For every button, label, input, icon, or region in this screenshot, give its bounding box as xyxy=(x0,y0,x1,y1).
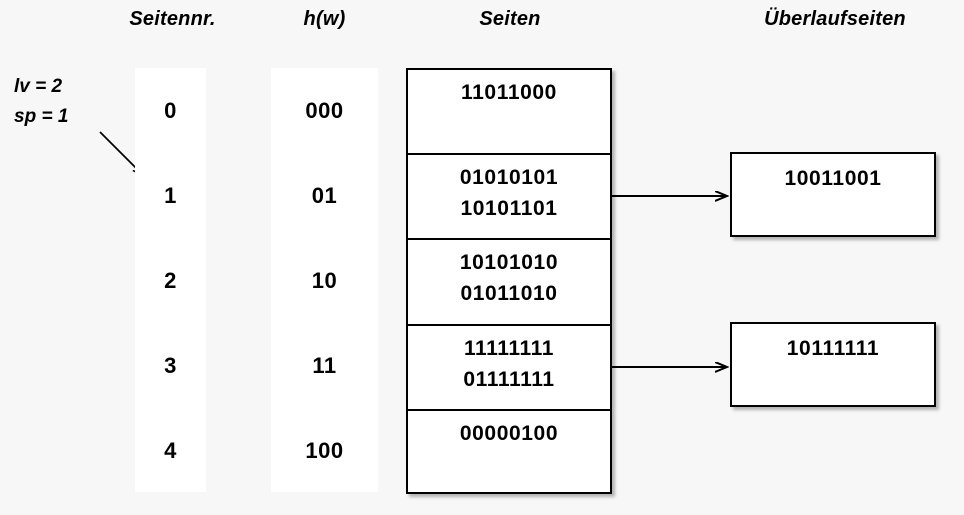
record-value: 00000100 xyxy=(459,421,559,445)
column-strip-hw: 000 01 10 11 100 xyxy=(271,68,378,492)
page-cell: 10101010 01011010 xyxy=(408,240,610,326)
record-value: 10011001 xyxy=(784,167,882,190)
record-value: 01010101 xyxy=(459,166,559,190)
overflow-page-box: 10011001 xyxy=(730,152,936,237)
column-header-ueberlaufseiten: Überlaufseiten xyxy=(764,8,906,30)
hw-cell: 11 xyxy=(312,352,337,378)
column-header-seiten: Seiten xyxy=(479,8,541,30)
column-header-hw: h(w) xyxy=(303,8,346,30)
column-strip-seitennr: 0 1 2 3 4 xyxy=(135,68,206,492)
record-value: 10101101 xyxy=(460,197,558,221)
hw-cell: 000 xyxy=(305,97,344,123)
hw-cell: 100 xyxy=(305,437,344,463)
column-header-seitennr: Seitennr. xyxy=(129,8,216,30)
seitennr-cell: 0 xyxy=(164,97,177,123)
overflow-connector-arrow-icon xyxy=(612,355,736,379)
overflow-page-box: 10111111 xyxy=(730,322,936,407)
hw-cell: 01 xyxy=(311,182,338,208)
hw-cell: 10 xyxy=(311,267,338,293)
page-cell: 11011000 xyxy=(408,70,610,156)
parameter-annotation: lv = 2 sp = 1 xyxy=(14,72,68,132)
record-value: 10111111 xyxy=(786,337,880,360)
record-value: 11111111 xyxy=(463,336,555,360)
record-value: 01011010 xyxy=(460,282,558,306)
record-value: 11011000 xyxy=(461,81,557,104)
page-cell: 01010101 10101101 xyxy=(408,155,610,241)
page-cell: 00000100 xyxy=(408,411,610,496)
record-value: 10101010 xyxy=(459,251,559,275)
param-sp: sp = 1 xyxy=(14,106,69,127)
page-cell: 11111111 01111111 xyxy=(408,326,610,411)
pages-table: 11011000 01010101 10101101 10101010 0101… xyxy=(406,68,612,494)
record-value: 01111111 xyxy=(463,367,555,391)
seitennr-cell: 3 xyxy=(164,352,177,378)
seitennr-cell: 2 xyxy=(164,267,177,293)
overflow-connector-arrow-icon xyxy=(612,184,736,208)
param-lv: lv = 2 xyxy=(14,76,63,97)
seitennr-cell: 1 xyxy=(164,182,177,208)
seitennr-cell: 4 xyxy=(164,437,177,463)
